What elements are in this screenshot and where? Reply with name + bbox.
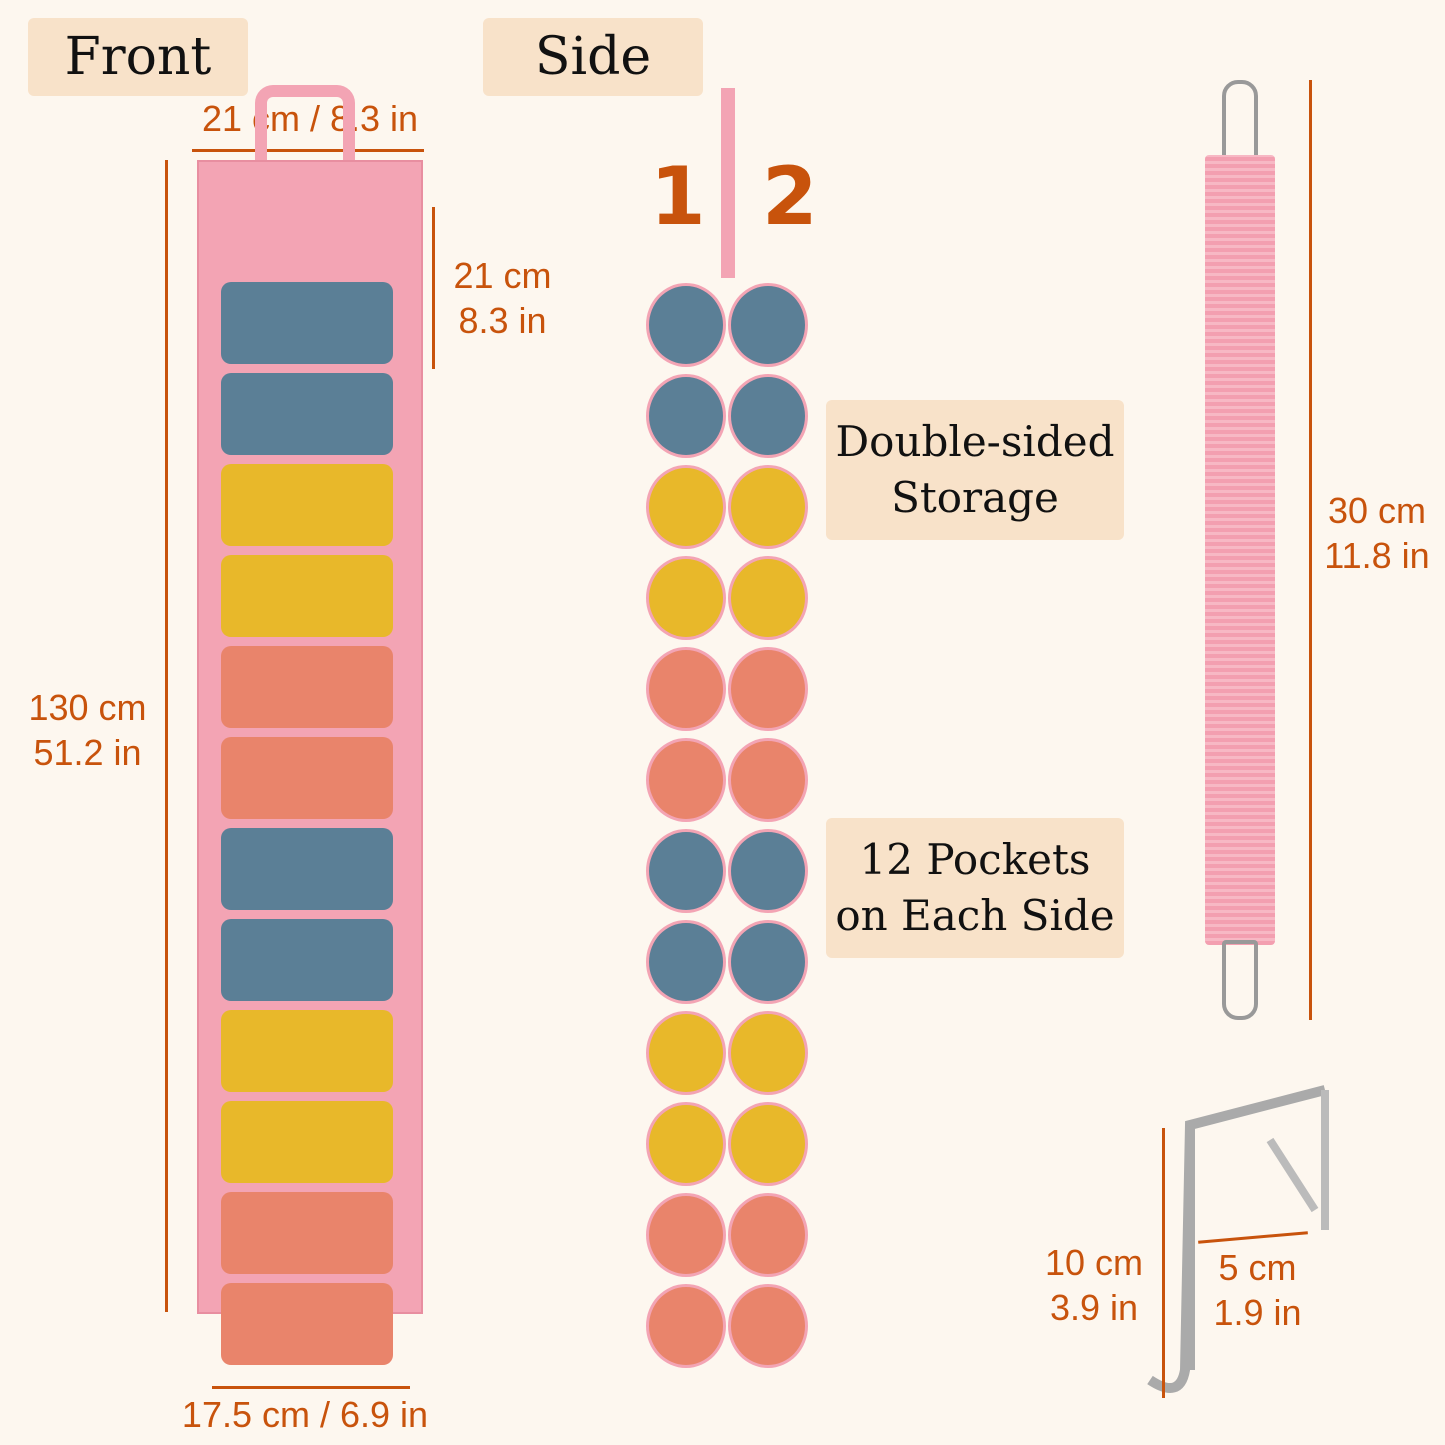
front-pocket-roll [221, 1101, 393, 1183]
front-pocket-roll [221, 464, 393, 546]
front-pocket-roll [221, 1192, 393, 1274]
side-number-1: 1 [650, 150, 706, 243]
side-pocket-roll [728, 920, 808, 1004]
front-top-width: 21 cm / 8.3 in [201, 98, 419, 139]
front-pocket-roll [221, 828, 393, 910]
side-label: Side [483, 18, 703, 96]
side-pocket-roll [646, 829, 726, 913]
side-pocket-roll [728, 1011, 808, 1095]
side-pocket-roll [728, 1284, 808, 1368]
side-pocket-roll [646, 1102, 726, 1186]
side-pocket-roll [646, 374, 726, 458]
side-pocket-roll [646, 738, 726, 822]
side-pocket-roll [728, 829, 808, 913]
side-pocket-roll [646, 920, 726, 1004]
front-pocket-roll [221, 919, 393, 1001]
side-pocket-roll [646, 1011, 726, 1095]
front-pocket-roll [221, 373, 393, 455]
front-pocket-roll [221, 555, 393, 637]
side-pocket-roll [728, 283, 808, 367]
side-pocket-roll [646, 556, 726, 640]
side-pocket-roll [728, 647, 808, 731]
side-pocket-roll [646, 465, 726, 549]
front-pocket-roll [221, 646, 393, 728]
side-pocket-roll [728, 556, 808, 640]
front-pocket-roll [221, 1283, 393, 1365]
side-pocket-roll [728, 1102, 808, 1186]
front-pocket-roll [221, 737, 393, 819]
side-pocket-roll [728, 738, 808, 822]
strap [1205, 155, 1275, 945]
side-pocket-roll [646, 1193, 726, 1277]
side-pocket-roll [728, 1193, 808, 1277]
side-pocket-roll [728, 374, 808, 458]
side-pocket-roll [728, 465, 808, 549]
side-pocket-roll [646, 647, 726, 731]
front-bottom-width: 17.5 cm / 6.9 in [181, 1394, 429, 1435]
front-organizer [197, 160, 423, 1365]
side-pocket-roll [646, 1284, 726, 1368]
front-label: Front [28, 18, 248, 96]
front-pocket-roll [221, 1010, 393, 1092]
front-pocket-roll [221, 282, 393, 364]
side-pocket-roll [646, 283, 726, 367]
strap-hook-bottom [1222, 940, 1258, 1020]
hanging-strap [255, 85, 355, 175]
door-hook [1147, 1085, 1329, 1393]
side-number-2: 2 [762, 150, 818, 243]
strap-hook-top [1222, 80, 1258, 160]
